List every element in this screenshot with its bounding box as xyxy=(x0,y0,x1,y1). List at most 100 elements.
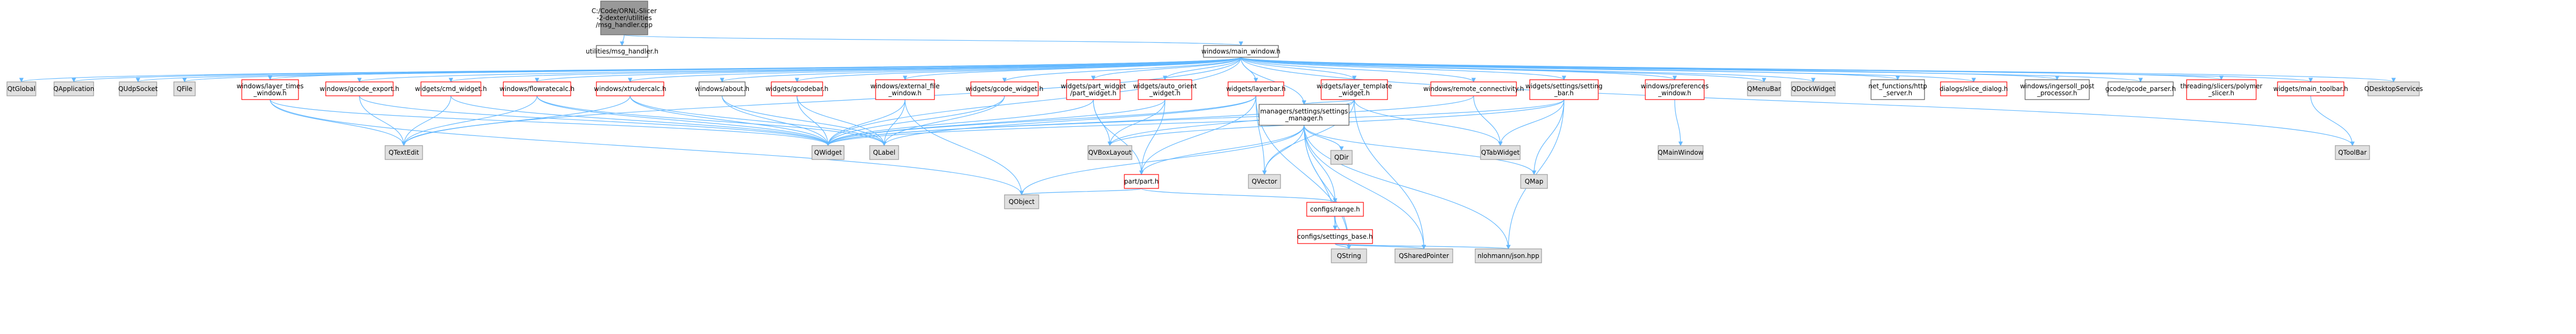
node-label-line: windows/xtrudercalc.h xyxy=(594,85,666,93)
edge-layer_template-to-qtabwidget xyxy=(1354,99,1503,146)
edge-settings_manager-to-configs_range xyxy=(1304,125,1338,203)
edge-gcodebar-to-qlabel xyxy=(796,95,887,146)
edge-main_window-to-setting_bar xyxy=(1240,57,1566,80)
node-about[interactable]: windows/about.h xyxy=(695,81,749,96)
node-box xyxy=(1394,248,1453,263)
edge-layer_template-to-qsharedpointer xyxy=(1354,99,1427,249)
edge-about-to-qlabel xyxy=(722,95,887,146)
node-ingersoll[interactable]: windows/ingersoll_post_processor.h xyxy=(2020,79,2095,100)
node-qstring: QString xyxy=(1331,248,1367,263)
node-auto_orient[interactable]: widgets/auto_orient_widget.h xyxy=(1133,79,1197,100)
node-polymer_slicer[interactable]: threading/slicers/polymer_slicer.h xyxy=(2180,79,2263,100)
node-label-line: QtGlobal xyxy=(7,85,35,93)
node-gcode_widget[interactable]: widgets/gcode_widget.h xyxy=(965,81,1044,96)
node-box xyxy=(1124,174,1159,189)
node-label-line: QObject xyxy=(1009,198,1035,206)
node-label-line: QTabWidget xyxy=(1481,149,1520,156)
node-net_functions[interactable]: net_functions/http_server.h xyxy=(1868,79,1927,100)
node-box xyxy=(2107,81,2174,96)
node-flowratecalc[interactable]: windows/flowratecalc.h xyxy=(500,81,574,96)
node-gcode_parser[interactable]: gcode/gcode_parser.h xyxy=(2105,81,2176,96)
edge-cmd_widget-to-qtextedit xyxy=(401,95,451,146)
node-label-line: QDockWidget xyxy=(1791,85,1835,93)
node-label-line: widgets/gcodebar.h xyxy=(765,85,829,93)
edge-gcode_export-to-qtextedit xyxy=(359,95,407,146)
edge-setting_bar-to-qmap xyxy=(1531,99,1565,175)
node-layer_times[interactable]: windows/layer_times_window.h xyxy=(236,79,304,100)
edge-gcode_export-to-qwidget xyxy=(359,95,831,146)
edge-main_window-to-gcode_export xyxy=(357,57,1241,82)
node-cmd_widget[interactable]: widgets/cmd_widget.h xyxy=(415,81,487,96)
edge-main_window-to-ingersoll xyxy=(1240,57,2059,80)
edge-gcode_widget-to-qwidget xyxy=(825,95,1005,146)
node-label-line: windows/flowratecalc.h xyxy=(500,85,574,93)
node-part_widget[interactable]: widgets/part_widget/part_widget.h xyxy=(1061,79,1126,100)
edge-layer_times-to-qwidget xyxy=(270,99,831,146)
node-qdockwidget: QDockWidget xyxy=(1791,81,1836,96)
node-layerbar[interactable]: widgets/layerbar.h xyxy=(1226,81,1286,96)
node-configs_range[interactable]: configs/range.h xyxy=(1306,202,1364,217)
edge-external_file-to-qwidget xyxy=(825,99,906,146)
edge-main_window-to-about xyxy=(720,57,1241,82)
node-box xyxy=(1747,81,1781,96)
node-box xyxy=(1475,248,1542,263)
edge-part_widget-to-part xyxy=(1093,99,1144,175)
edge-layerbar-to-part xyxy=(1139,95,1256,175)
edge-settings_base-to-nlohmann_json xyxy=(1335,243,1511,249)
node-label-line: QTextEdit xyxy=(389,149,419,156)
node-box xyxy=(173,81,196,96)
node-label-line: _processor.h xyxy=(2037,89,2077,97)
edge-layer_template-to-settings_manager xyxy=(1301,99,1355,105)
node-root[interactable]: C:/Code/ORNL-Slicer-2-dexter/utilities/m… xyxy=(592,1,657,35)
node-label-line: threading/slicers/polymer xyxy=(2180,82,2263,90)
node-box xyxy=(2335,145,2370,160)
node-box xyxy=(1306,202,1364,217)
node-remote_conn[interactable]: windows/remote_connectivity.h xyxy=(1423,81,1524,96)
node-label-line: _bar.h xyxy=(1554,89,1574,97)
node-label-line: QWidget xyxy=(814,149,842,156)
node-label-line: configs/settings_base.h xyxy=(1298,233,1373,240)
node-label-line: windows/gcode_export.h xyxy=(320,85,400,93)
edge-settings_manager-to-qstring xyxy=(1304,125,1352,249)
edge-root-to-util_msg xyxy=(619,34,625,46)
node-preferences[interactable]: windows/preferences_window.h xyxy=(1641,79,1709,100)
node-main_window[interactable]: windows/main_window.h xyxy=(1201,45,1281,58)
node-settings_base[interactable]: configs/settings_base.h xyxy=(1297,229,1373,244)
node-xtrudercalc[interactable]: windows/xtrudercalc.h xyxy=(594,81,666,96)
edge-gcode_widget-to-qlabel xyxy=(881,95,1005,146)
edge-cmd_widget-to-qwidget xyxy=(450,95,831,146)
node-gcodebar[interactable]: widgets/gcodebar.h xyxy=(765,81,829,96)
node-box xyxy=(53,81,94,96)
node-qfile: QFile xyxy=(173,81,196,96)
edge-auto_orient-to-qvboxlayout xyxy=(1107,99,1166,146)
edge-root-to-main_window xyxy=(624,34,1243,46)
node-external_file[interactable]: windows/external_file_window.h xyxy=(870,79,940,100)
node-util_msg[interactable]: utilities/msg_handler.h xyxy=(586,45,658,58)
node-setting_bar[interactable]: widgets/settings/setting_bar.h xyxy=(1525,79,1603,100)
node-label-line: windows/about.h xyxy=(695,85,749,93)
node-slice_dialog[interactable]: dialogs/slice_dialog.h xyxy=(1939,81,2008,96)
node-qapplication: QApplication xyxy=(53,81,94,96)
node-qtextedit: QTextEdit xyxy=(385,145,423,160)
node-qdir: QDir xyxy=(1330,150,1353,165)
edge-layer_times-to-qobject xyxy=(270,99,1024,195)
node-qlabel: QLabel xyxy=(869,145,899,160)
node-gcode_export[interactable]: windows/gcode_export.h xyxy=(320,81,400,96)
node-box xyxy=(119,81,157,96)
node-qwidget: QWidget xyxy=(811,145,845,160)
node-layer_template[interactable]: widgets/layer_template_widget.h xyxy=(1316,79,1392,100)
node-box xyxy=(1430,81,1517,96)
edge-preferences-to-qmainwindow xyxy=(1674,99,1683,146)
node-settings_manager[interactable]: managers/settings/settings_manager.h xyxy=(1259,104,1350,126)
node-box xyxy=(2277,81,2344,96)
edge-external_file-to-qlabel xyxy=(881,99,906,146)
node-box xyxy=(1138,79,1192,100)
node-main_toolbar[interactable]: widgets/main_toolbar.h xyxy=(2273,81,2348,96)
node-label-line: windows/preferences xyxy=(1641,82,1709,90)
edge-main_window-to-gcode_widget xyxy=(1002,57,1241,82)
node-label-line: QMap xyxy=(1525,178,1544,185)
node-box xyxy=(1248,174,1281,189)
node-qtabwidget: QTabWidget xyxy=(1480,145,1521,160)
node-box xyxy=(325,81,394,96)
node-part[interactable]: part/part.h xyxy=(1124,174,1159,189)
